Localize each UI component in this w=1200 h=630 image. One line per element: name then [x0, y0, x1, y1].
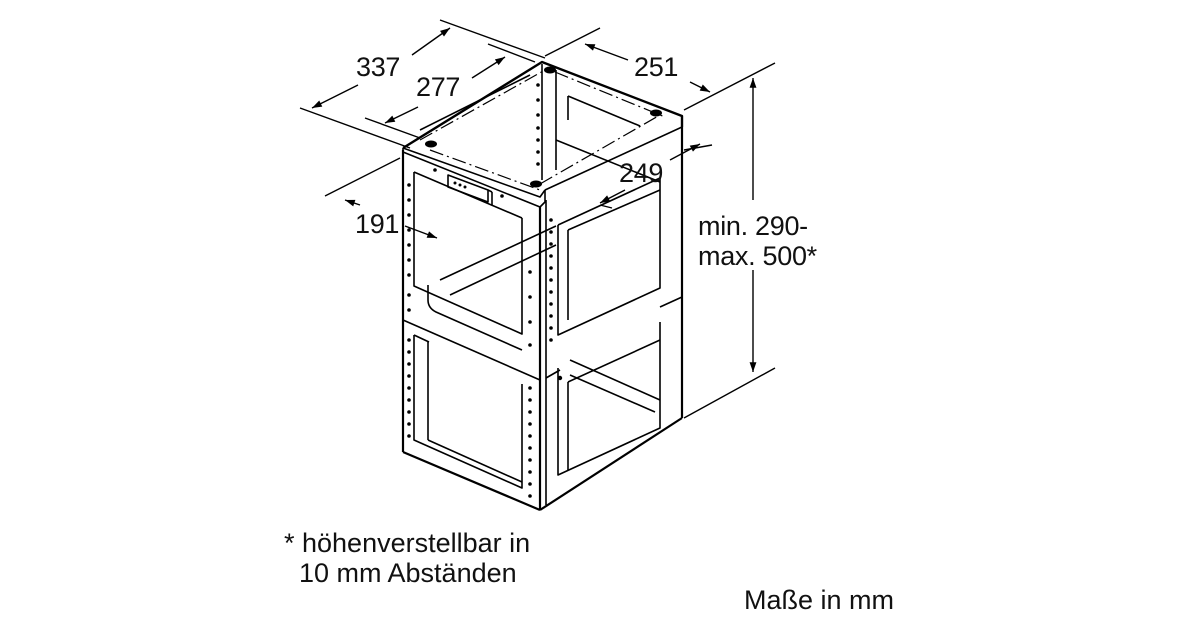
- dimension-outer-depth: 337: [356, 52, 401, 82]
- footnote-line-2: 10 mm Abständen: [284, 558, 517, 588]
- dimension-inner-width: 249: [619, 158, 664, 188]
- dimension-height-min: min. 290-: [698, 211, 808, 241]
- dimension-height-max: max. 500*: [698, 241, 817, 271]
- footnote-line-1: * höhenverstellbar in: [284, 528, 531, 558]
- units-note: Maße in mm: [744, 585, 895, 615]
- dimension-width: 251: [634, 52, 679, 82]
- dimension-lines: [299, 19, 776, 419]
- frame-body: [401, 60, 684, 512]
- perforation-holes: [407, 83, 563, 498]
- dimension-inner-depth: 277: [416, 72, 461, 102]
- center-lines: [419, 69, 666, 191]
- dimension-front-offset: 191: [355, 209, 400, 239]
